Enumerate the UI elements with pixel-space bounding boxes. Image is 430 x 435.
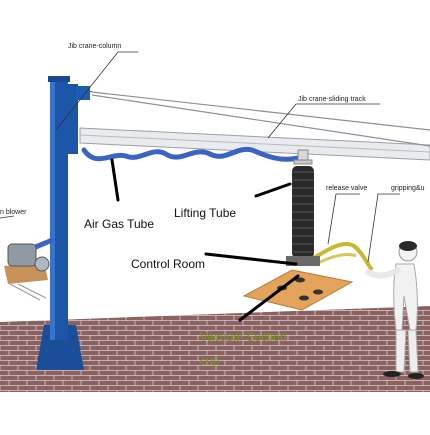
operator-figure xyxy=(365,241,424,379)
label-control-room: Control Room xyxy=(131,257,206,271)
lifted-board xyxy=(242,269,354,311)
label-jib-sliding-track: Jib crane-sliding track xyxy=(298,96,366,103)
label-blower: n blower xyxy=(0,209,27,216)
vacuum-blower xyxy=(4,243,50,301)
bold-callout-leaders xyxy=(110,158,300,322)
label-gripping: gripping&u xyxy=(391,185,425,192)
jib-crane-column xyxy=(36,76,90,370)
label-vacuum-suction: Vacuum Suction xyxy=(200,330,287,344)
label-vacuum-cup: cup xyxy=(200,354,220,368)
brick-floor xyxy=(0,306,430,392)
tube-top-fitting xyxy=(293,149,313,165)
lifting-tube xyxy=(292,166,314,258)
label-jib-crane-column: Jib crane-column xyxy=(68,43,122,50)
thin-callout-leaders xyxy=(0,51,400,263)
jib-boom xyxy=(79,89,430,161)
air-gas-tube xyxy=(81,146,301,162)
control-handle xyxy=(286,241,374,272)
label-lifting-tube: Lifting Tube xyxy=(174,206,237,220)
label-air-gas-tube: Air Gas Tube xyxy=(84,217,155,231)
label-release-valve: release valve xyxy=(326,185,368,192)
